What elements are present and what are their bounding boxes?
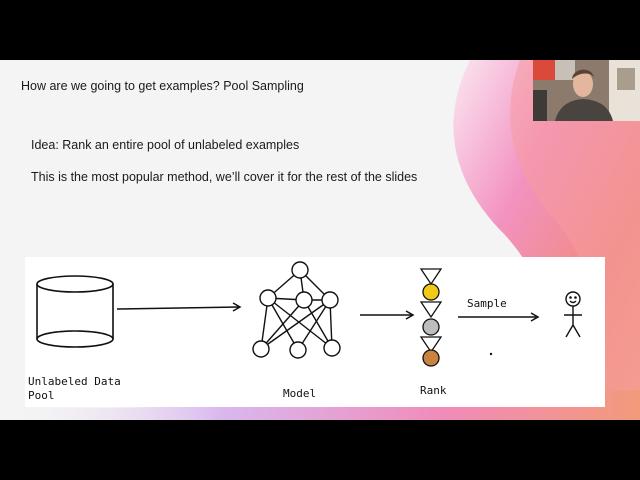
arrow-rank-to-annotator	[458, 312, 540, 322]
rank-item-2	[422, 318, 440, 336]
pool-sampling-diagram: Unlabeled Data Pool Model Rank Sample	[25, 257, 605, 407]
idea-text: Idea: Rank an entire pool of unlabeled e…	[31, 138, 300, 152]
arrow-pool-to-model	[116, 302, 242, 312]
sample-label: Sample	[467, 297, 507, 310]
annotator-person-icon	[564, 291, 582, 338]
pool-label-line1: Unlabeled Data	[28, 375, 121, 388]
rank-label: Rank	[420, 384, 447, 397]
method-description: This is the most popular method, we’ll c…	[31, 170, 418, 184]
data-pool-cylinder-icon	[36, 275, 114, 348]
presentation-slide: How are we going to get examples? Pool S…	[0, 60, 640, 420]
rank-item-1	[422, 283, 440, 301]
neural-network-icon	[252, 261, 341, 359]
speaker-webcam-thumbnail	[533, 60, 640, 121]
model-label: Model	[283, 387, 316, 400]
slide-title: How are we going to get examples? Pool S…	[21, 79, 304, 93]
rank-item-3	[422, 349, 440, 367]
dot-mark	[489, 352, 493, 356]
arrow-model-to-rank	[360, 310, 415, 320]
rank-stack-icon	[419, 268, 443, 367]
pool-label-line2: Pool	[28, 389, 55, 402]
